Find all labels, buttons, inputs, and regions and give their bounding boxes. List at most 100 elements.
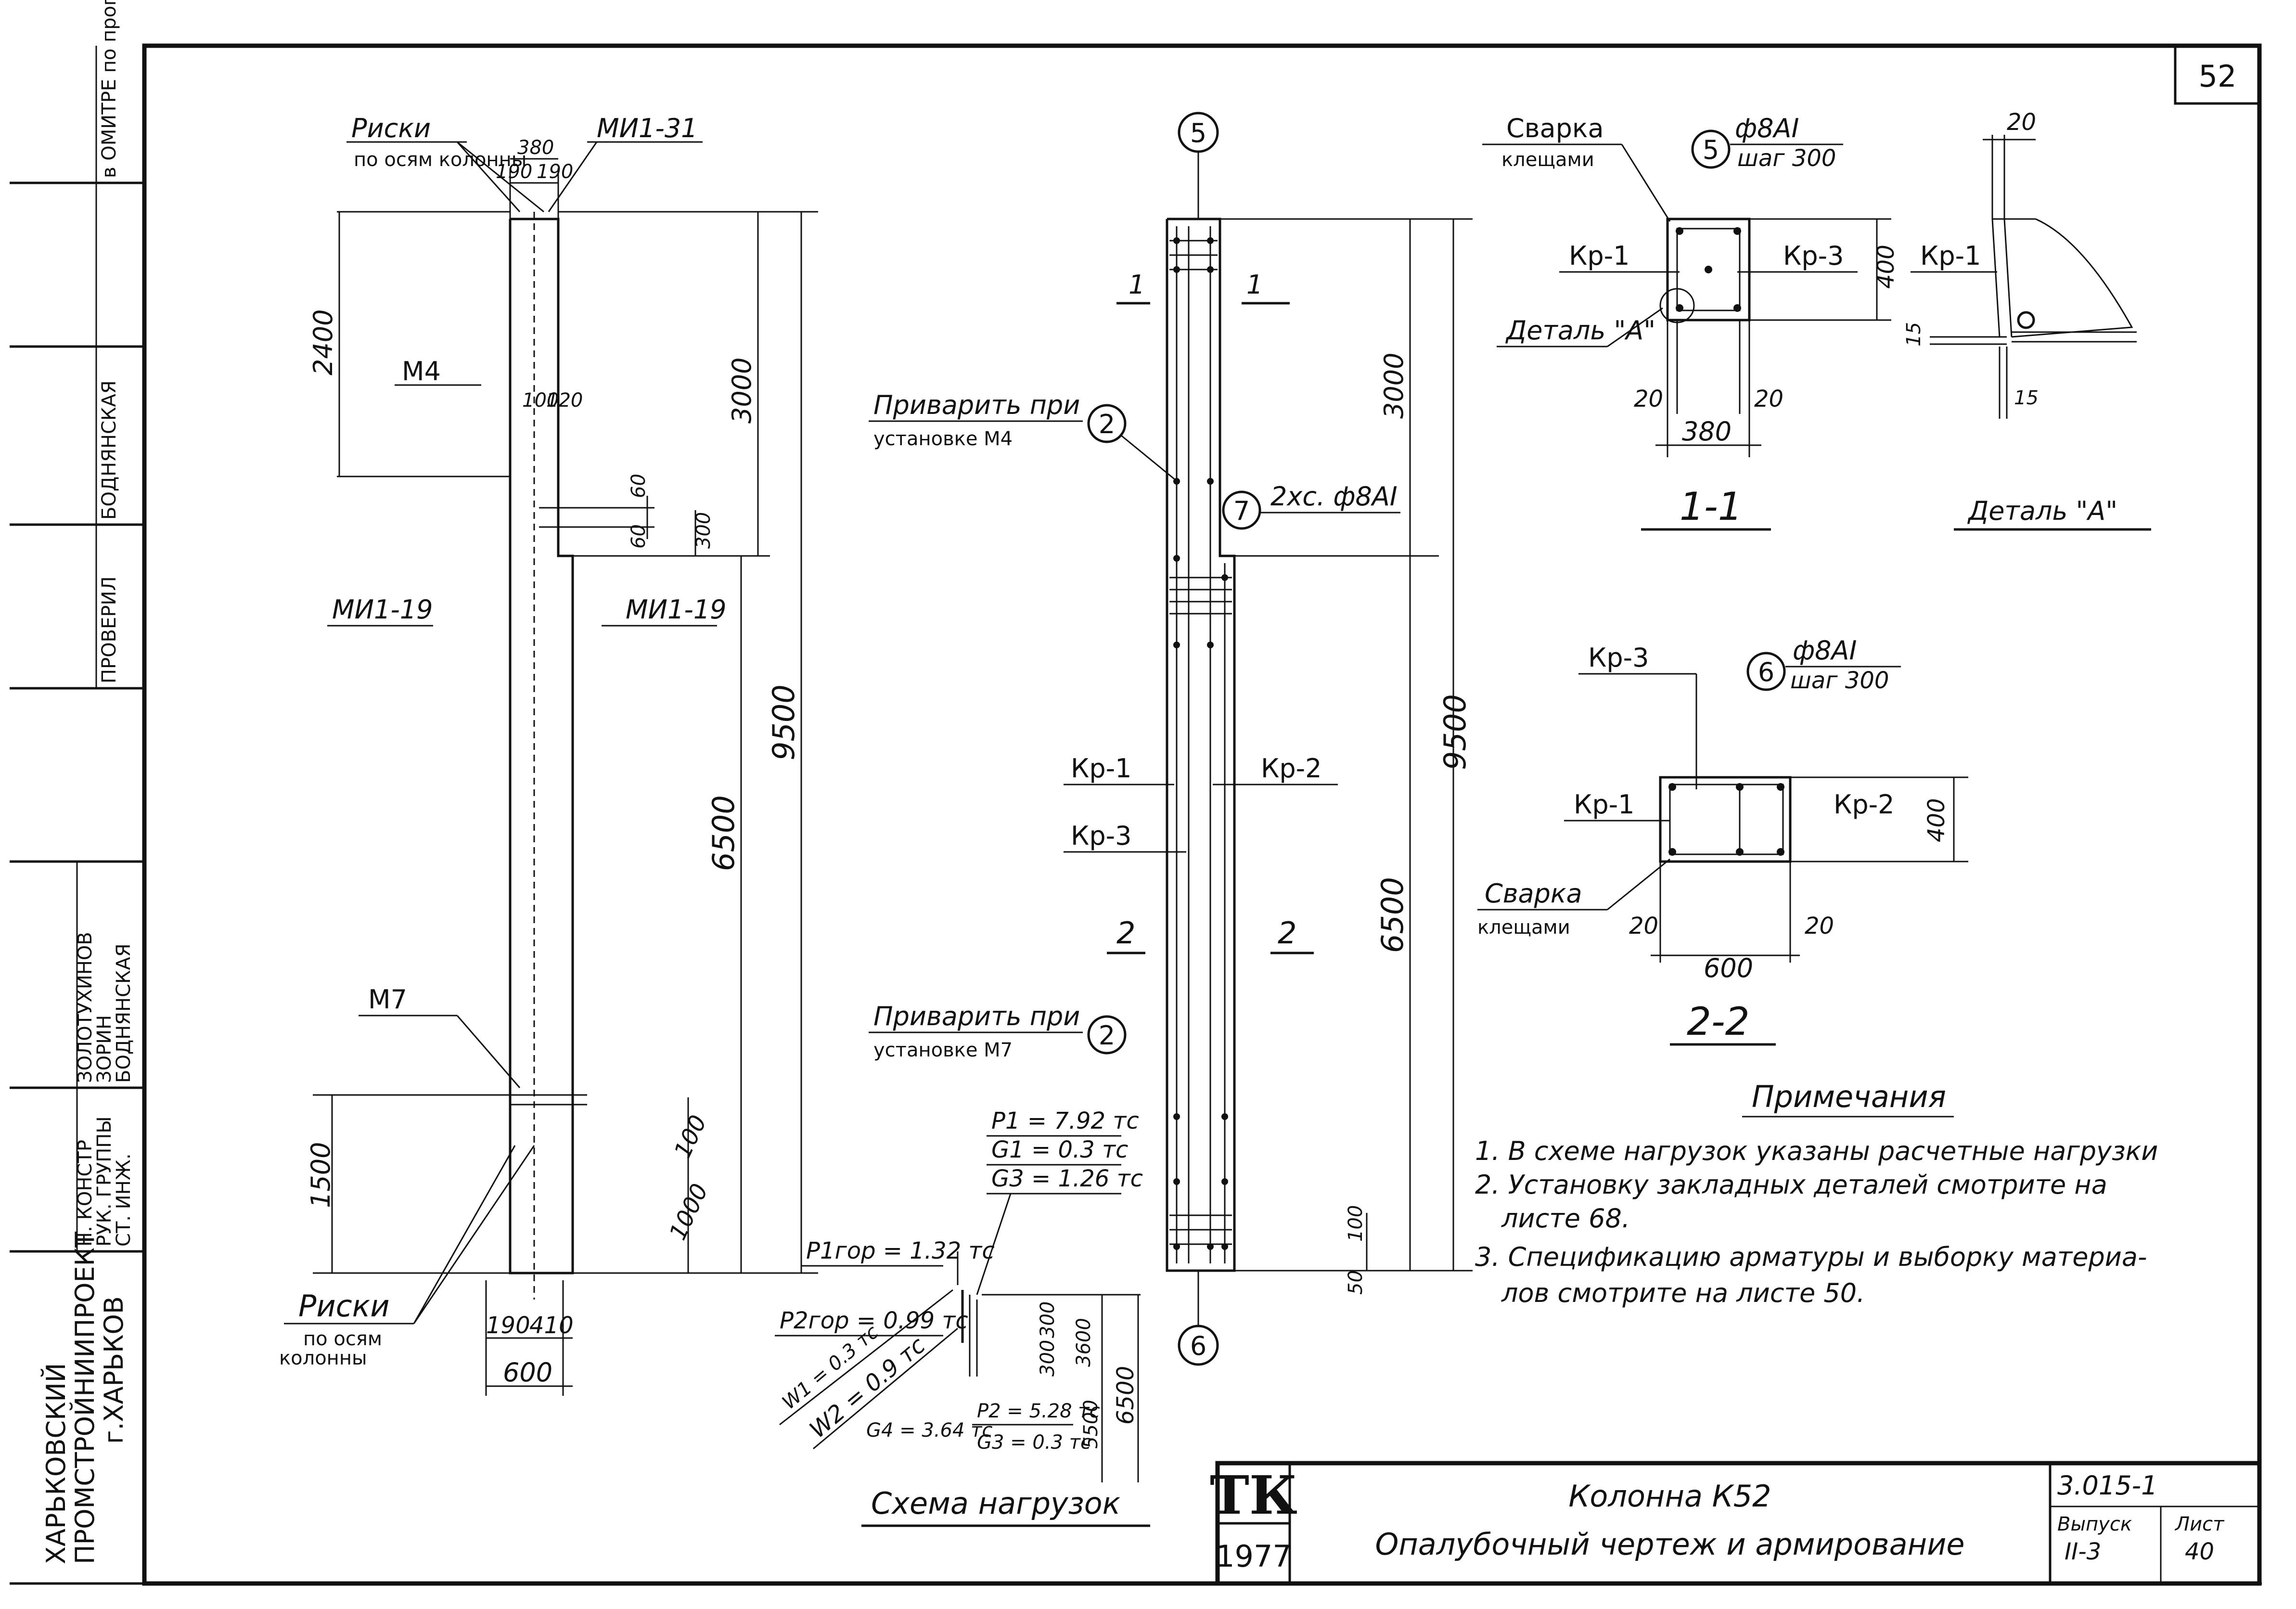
label-risks-bottom-sub2: колонны xyxy=(279,1347,367,1369)
dim-9500: 9500 xyxy=(766,684,801,760)
dim-6500: 6500 xyxy=(706,795,741,871)
detail-a: 20 Кр-1 15 15 Деталь "А" xyxy=(1903,109,2151,531)
s11-bar: ф8АI xyxy=(1735,113,1799,143)
rebar-elevation: 5 6 1 1 Привар xyxy=(869,112,1473,1366)
label-m4: М4 xyxy=(402,356,441,386)
detail-dim-15-bottom: 15 xyxy=(2014,387,2039,409)
stamp-role-3: СТ. ИНЖ. xyxy=(113,1153,135,1247)
load-g1: G1 = 0.3 тс xyxy=(991,1136,1128,1163)
label-mi1-19-left: МИ1-19 xyxy=(332,594,433,625)
section-2-2: Кр-3 6 ф8АI шаг 300 Кр-1 Кр-2 400 Сварка… xyxy=(1477,635,1968,1046)
s22-caption: 2-2 xyxy=(1687,999,1750,1044)
load-scheme-caption: Схема нагрузок xyxy=(871,1486,1121,1521)
tb-code: 3.015-1 xyxy=(2057,1470,2157,1501)
stamp-program: в ОМИТРЕ по программе АПК-12 xyxy=(98,0,120,178)
tb-tk: ТК xyxy=(1210,1464,1297,1526)
note-2b: листе 68. xyxy=(1501,1203,1630,1234)
axis-5-top: 5 xyxy=(1190,118,1206,148)
dim-100: 100 xyxy=(522,389,559,412)
load-scheme: P1 = 7.92 тс G1 = 0.3 тс G3 = 1.26 тс P1… xyxy=(775,1107,1150,1527)
s11-caption: 1-1 xyxy=(1680,484,1743,529)
s11-weld-line1: Сварка xyxy=(1506,113,1604,143)
s11-callout-5: 5 xyxy=(1703,135,1719,165)
weld-m4-callout: 2 xyxy=(1099,409,1115,439)
rebar-dim-100: 100 xyxy=(1345,1205,1367,1242)
note-3b: лов смотрите на листе 50. xyxy=(1501,1278,1865,1308)
notes-title: Примечания xyxy=(1752,1079,1946,1114)
stamp-role-1: Н. КОНСТР xyxy=(74,1140,96,1247)
load-p1-gor: P1гор = 1.32 тс xyxy=(806,1237,995,1264)
dim-410: 410 xyxy=(529,1312,574,1339)
s11-detail-a: Деталь "А" xyxy=(1505,315,1655,346)
weld-m7-line1: Приварить при xyxy=(873,1001,1080,1031)
label-m7: М7 xyxy=(368,984,407,1015)
stamp-org1: ХАРЬКОВСКИЙ xyxy=(41,1363,71,1564)
axis-6-bottom: 6 xyxy=(1190,1331,1206,1361)
detail-dim-20: 20 xyxy=(2007,109,2036,136)
sheet-number-box xyxy=(2174,44,2261,105)
load-p2: P2 = 5.28 тс xyxy=(977,1400,1100,1422)
section-2-left: 2 xyxy=(1116,915,1135,951)
sheet-number: 52 xyxy=(2199,59,2237,94)
load-dim-300b: 300 xyxy=(1037,1340,1059,1377)
load-g3: G3 = 0.3 тс xyxy=(977,1431,1091,1454)
stamp-checked: ПРОВЕРИЛ xyxy=(98,576,120,683)
stamp-made: БОДНЯНСКАЯ xyxy=(98,380,120,520)
s22-step: шаг 300 xyxy=(1790,667,1889,694)
note-2a: 2. Установку закладных деталей смотрите … xyxy=(1475,1170,2107,1200)
detail-kr1: Кр-1 xyxy=(1920,241,1981,271)
s22-weld-line1: Сварка xyxy=(1485,878,1582,909)
tb-name: Колонна К52 xyxy=(1568,1479,1771,1514)
weld-m7-callout: 2 xyxy=(1099,1020,1115,1051)
section-1-right: 1 xyxy=(1246,270,1263,300)
tb-year: 1977 xyxy=(1216,1539,1292,1574)
rebar-dim-3000: 3000 xyxy=(1379,353,1409,419)
label-risks-top: Риски xyxy=(351,113,431,143)
dim-2400: 2400 xyxy=(308,309,338,375)
stamp-org2: ПРОМСТРОЙНИИПРОЕКТ xyxy=(70,1231,100,1564)
s11-kr3: Кр-3 xyxy=(1783,241,1844,271)
dim-1500: 1500 xyxy=(306,1142,336,1208)
note-3a: 3. Спецификацию арматуры и выборку матер… xyxy=(1475,1242,2147,1272)
side-stamp: ХАРЬКОВСКИЙ ПРОМСТРОЙНИИПРОЕКТ г.ХАРЬКОВ… xyxy=(10,0,144,1564)
dim-380: 380 xyxy=(517,137,554,159)
detail-a-caption: Деталь "А" xyxy=(1967,496,2117,526)
load-g3-top: G3 = 1.26 тс xyxy=(991,1165,1143,1192)
s22-dim-20-right: 20 xyxy=(1805,913,1834,940)
label-risks-top-sub: по осям колонны xyxy=(354,149,526,171)
tb-issue-label: Выпуск xyxy=(2057,1513,2132,1535)
note-1: 1. В схеме нагрузок указаны расчетные на… xyxy=(1475,1136,2158,1166)
rebar-dim-9500: 9500 xyxy=(1437,694,1473,770)
stamp-name-2: ЗОРИН xyxy=(93,1015,115,1083)
tb-issue: II-3 xyxy=(2065,1538,2101,1565)
load-dim-6500: 6500 xyxy=(1112,1366,1139,1425)
section-1-1: Сварка клещами 5 ф8АI шаг 300 Кр-1 Кр-3 … xyxy=(1482,113,1899,531)
s11-dim-20-left: 20 xyxy=(1634,386,1663,412)
label-mi1-19-right: МИ1-19 xyxy=(626,594,727,625)
dim-3000: 3000 xyxy=(727,358,757,424)
rebar-kr3: Кр-3 xyxy=(1071,821,1131,851)
s22-kr1: Кр-1 xyxy=(1574,789,1634,820)
rebar-dim-50: 50 xyxy=(1345,1270,1367,1295)
load-dim-3600: 3600 xyxy=(1073,1318,1095,1367)
dim-100-bottom: 100 xyxy=(669,1111,712,1162)
dim-190-bottom: 190 xyxy=(486,1312,530,1339)
dim-60-bottom: 60 xyxy=(628,524,650,549)
s22-bar: ф8АI xyxy=(1793,635,1857,666)
notes: Примечания 1. В схеме нагрузок указаны р… xyxy=(1475,1079,2158,1308)
stamp-city: г.ХАРЬКОВ xyxy=(99,1296,129,1444)
s11-dim-20-right: 20 xyxy=(1754,386,1783,412)
load-p1: P1 = 7.92 тс xyxy=(991,1107,1139,1134)
dim-120: 120 xyxy=(546,389,583,412)
s22-callout-6: 6 xyxy=(1758,657,1774,687)
stamp-name-1: ЗОЛОТУХИНОВ xyxy=(74,932,96,1083)
tb-sheet-label: Лист xyxy=(2174,1513,2225,1535)
label-risks-bottom: Риски xyxy=(298,1288,390,1324)
stamp-role-2: РУК. ГРУППЫ xyxy=(93,1116,115,1247)
tb-sheet: 40 xyxy=(2185,1538,2214,1565)
detail-dim-15-left: 15 xyxy=(1903,322,1925,347)
dim-600: 600 xyxy=(503,1357,552,1388)
weld-m7-line2: установке М7 xyxy=(873,1039,1013,1061)
load-p2-gor: P2гор = 0.99 тс xyxy=(780,1307,968,1334)
